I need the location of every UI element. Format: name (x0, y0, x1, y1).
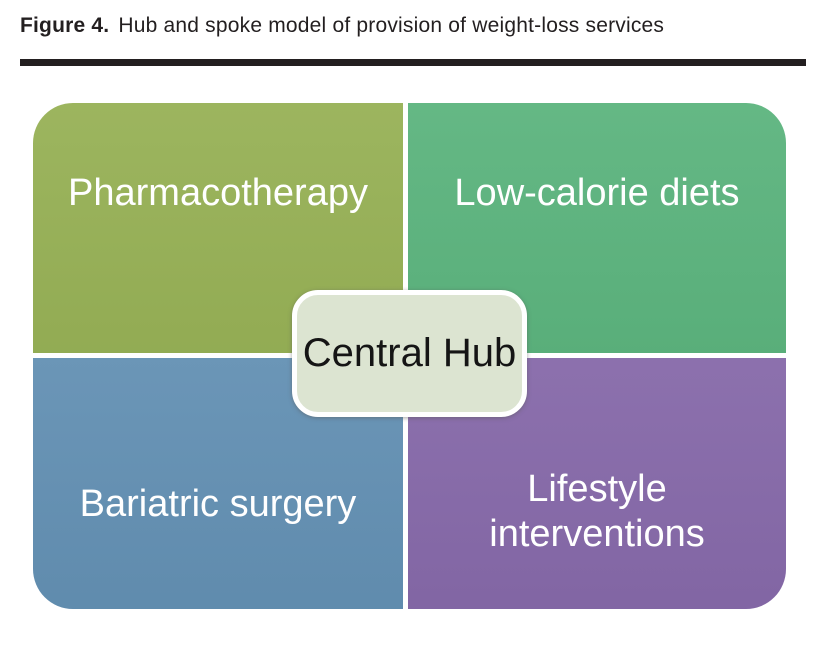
caption-divider-rule (20, 59, 806, 66)
figure-caption-text: Hub and spoke model of provision of weig… (118, 14, 665, 37)
quadrant-pharmacotherapy: Pharmacotherapy (33, 103, 403, 353)
quadrant-label: Lifestyle interventions (489, 468, 705, 555)
quadrant-grid: Pharmacotherapy Low-calorie diets Bariat… (33, 103, 786, 609)
quadrant-label: Bariatric surgery (79, 483, 357, 525)
central-hub-label: Central Hub (302, 331, 517, 375)
figure-number: Figure 4. (20, 14, 110, 37)
central-hub-box: Central Hub (292, 290, 527, 417)
quadrant-label: Pharmacotherapy (68, 172, 368, 214)
hub-and-spoke-diagram: Pharmacotherapy Low-calorie diets Bariat… (33, 103, 786, 609)
figure-caption: Figure 4. Hub and spoke model of provisio… (20, 12, 810, 40)
quadrant-label: Low-calorie diets (454, 172, 740, 214)
